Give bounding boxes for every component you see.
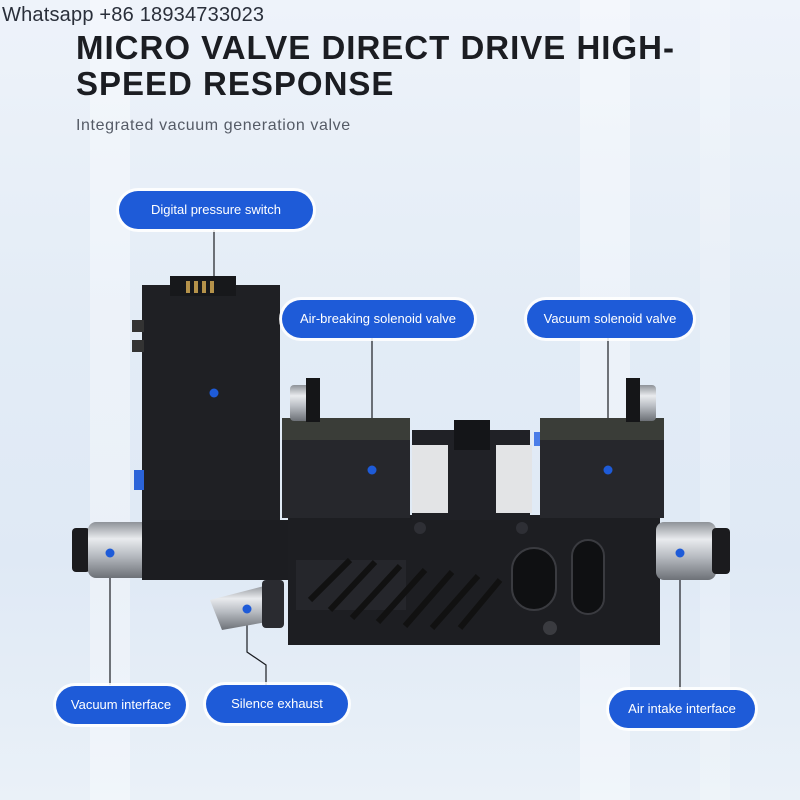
page-subtitle: Integrated vacuum generation valve (76, 117, 351, 134)
pressure-switch-body (132, 276, 292, 580)
watermark-text: Whatsapp +86 18934733023 (2, 4, 265, 26)
callout-vacuum-interface: Vacuum interface (56, 686, 186, 724)
callout-air-intake-interface: Air intake interface (609, 690, 755, 728)
intake-fitting (656, 522, 730, 580)
vacuum-solenoid (540, 378, 664, 518)
callout-air-breaking-valve: Air-breaking solenoid valve (282, 300, 474, 338)
air-breaking-solenoid (282, 378, 410, 518)
manifold-base (288, 515, 660, 645)
marker-dots (105, 388, 685, 614)
vacuum-fitting (72, 522, 150, 578)
callout-pressure-switch: Digital pressure switch (119, 191, 313, 229)
background-pillar (580, 0, 630, 800)
background-pillar (700, 0, 730, 800)
callout-vacuum-solenoid-valve: Vacuum solenoid valve (527, 300, 693, 338)
page-title: MICRO VALVE DIRECT DRIVE HIGH-SPEED RESP… (76, 29, 675, 102)
callout-silence-exhaust: Silence exhaust (206, 685, 348, 723)
